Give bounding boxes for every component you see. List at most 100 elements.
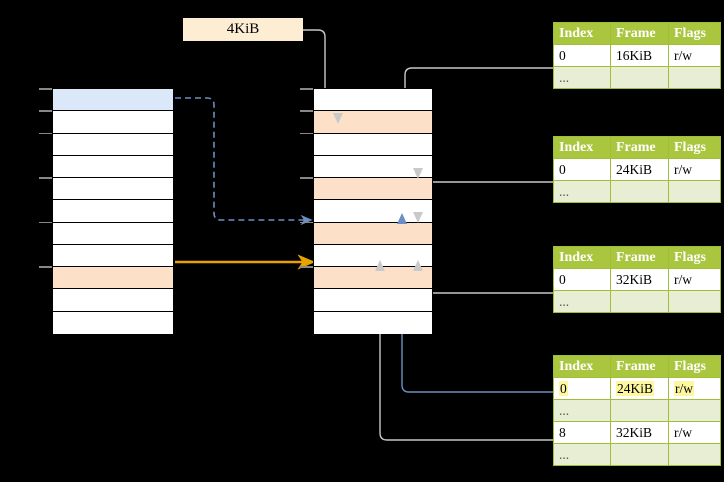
column-header-flags: Flags [668,22,721,45]
table-row[interactable]: ... [553,443,721,466]
memory-cell [314,178,432,201]
memory-cell [314,155,432,179]
table-cell-index: ... [553,443,611,466]
table-cell-frame: 24KiB [610,377,669,400]
table-row[interactable]: ... [553,290,721,313]
column-header-index: Index [553,136,611,159]
column-header-frame: Frame [610,22,669,45]
column-header-index: Index [553,355,611,378]
memory-cell [314,311,432,334]
boundary-tick [300,88,313,90]
table-cell-flags: r/w [668,158,721,181]
memory-cell [53,267,173,290]
column-header-frame: Frame [610,355,669,378]
table-cell-frame: 32KiB [610,268,669,291]
memory-cell [53,111,173,134]
boundary-tick [39,177,52,179]
table-cell-index: 0 [553,377,611,400]
column-header-flags: Flags [668,246,721,269]
memory-cell [53,289,173,312]
highlighted-value: 0 [559,380,568,396]
memory-cell [53,200,173,223]
table-cell-index: 0 [553,268,611,291]
memory-cell [53,244,173,268]
boundary-tick [300,110,313,112]
column-header-flags: Flags [668,136,721,159]
table-cell-frame [610,399,669,422]
memory-cell [314,244,432,268]
table-cell-index: 0 [553,44,611,67]
boundary-tick [300,266,313,268]
highlighted-value: r/w [674,380,694,396]
table-cell-flags [668,443,721,466]
table-cell-index: ... [553,180,611,203]
boundary-tick [39,132,52,135]
table-row[interactable]: ... [553,66,721,89]
table-cell-flags [668,180,721,203]
memory-cell [314,289,432,312]
table-row[interactable]: 0 24KiB r/w [553,377,721,400]
connector-table2-to-frame [414,181,553,220]
table-cell-flags: r/w [668,268,721,291]
table-cell-frame: 24KiB [610,158,669,181]
memory-cell [314,111,432,134]
memory-cell [53,222,173,245]
table-cell-index: 0 [553,158,611,181]
memory-cell [53,89,173,112]
table-cell-index: ... [553,399,611,422]
table-cell-frame: 32KiB [610,421,669,444]
highlighted-value: 24KiB [616,380,655,396]
table-cell-flags [668,66,721,89]
table-cell-flags: r/w [668,421,721,444]
memory-cell [314,267,432,290]
memory-cell [314,222,432,245]
memory-cell [53,133,173,156]
physical-memory-column [313,88,433,334]
memory-cell [314,200,432,223]
memory-cell [53,311,173,334]
memory-cell [53,155,173,179]
boundary-tick [39,266,52,268]
boundary-tick [39,221,52,224]
column-header-frame: Frame [610,246,669,269]
table-cell-flags [668,290,721,313]
table-cell-index: 8 [553,421,611,444]
page-size-label: 4KiB [183,18,303,41]
table-cell-flags: r/w [668,44,721,67]
table-cell-index: ... [553,290,611,313]
column-header-frame: Frame [610,136,669,159]
boundary-tick [300,177,313,179]
column-header-index: Index [553,246,611,269]
virtual-address-space-column [52,88,174,334]
connector-vaddr-to-frame-dashed [175,97,313,226]
table-cell-flags: r/w [668,377,721,400]
table-cell-flags [668,399,721,422]
table-cell-frame: 16KiB [610,44,669,67]
table-cell-frame [610,66,669,89]
table-row[interactable]: ... [553,399,721,422]
table-cell-frame [610,180,669,203]
connector-table3-to-frame [414,267,553,294]
boundary-tick [300,221,313,224]
memory-cell [53,178,173,201]
table-cell-frame [610,290,669,313]
column-header-index: Index [553,22,611,45]
table-row[interactable]: ... [553,180,721,203]
memory-cell [314,133,432,156]
table-cell-index: ... [553,66,611,89]
memory-cell [314,89,432,112]
table-cell-frame [610,443,669,466]
